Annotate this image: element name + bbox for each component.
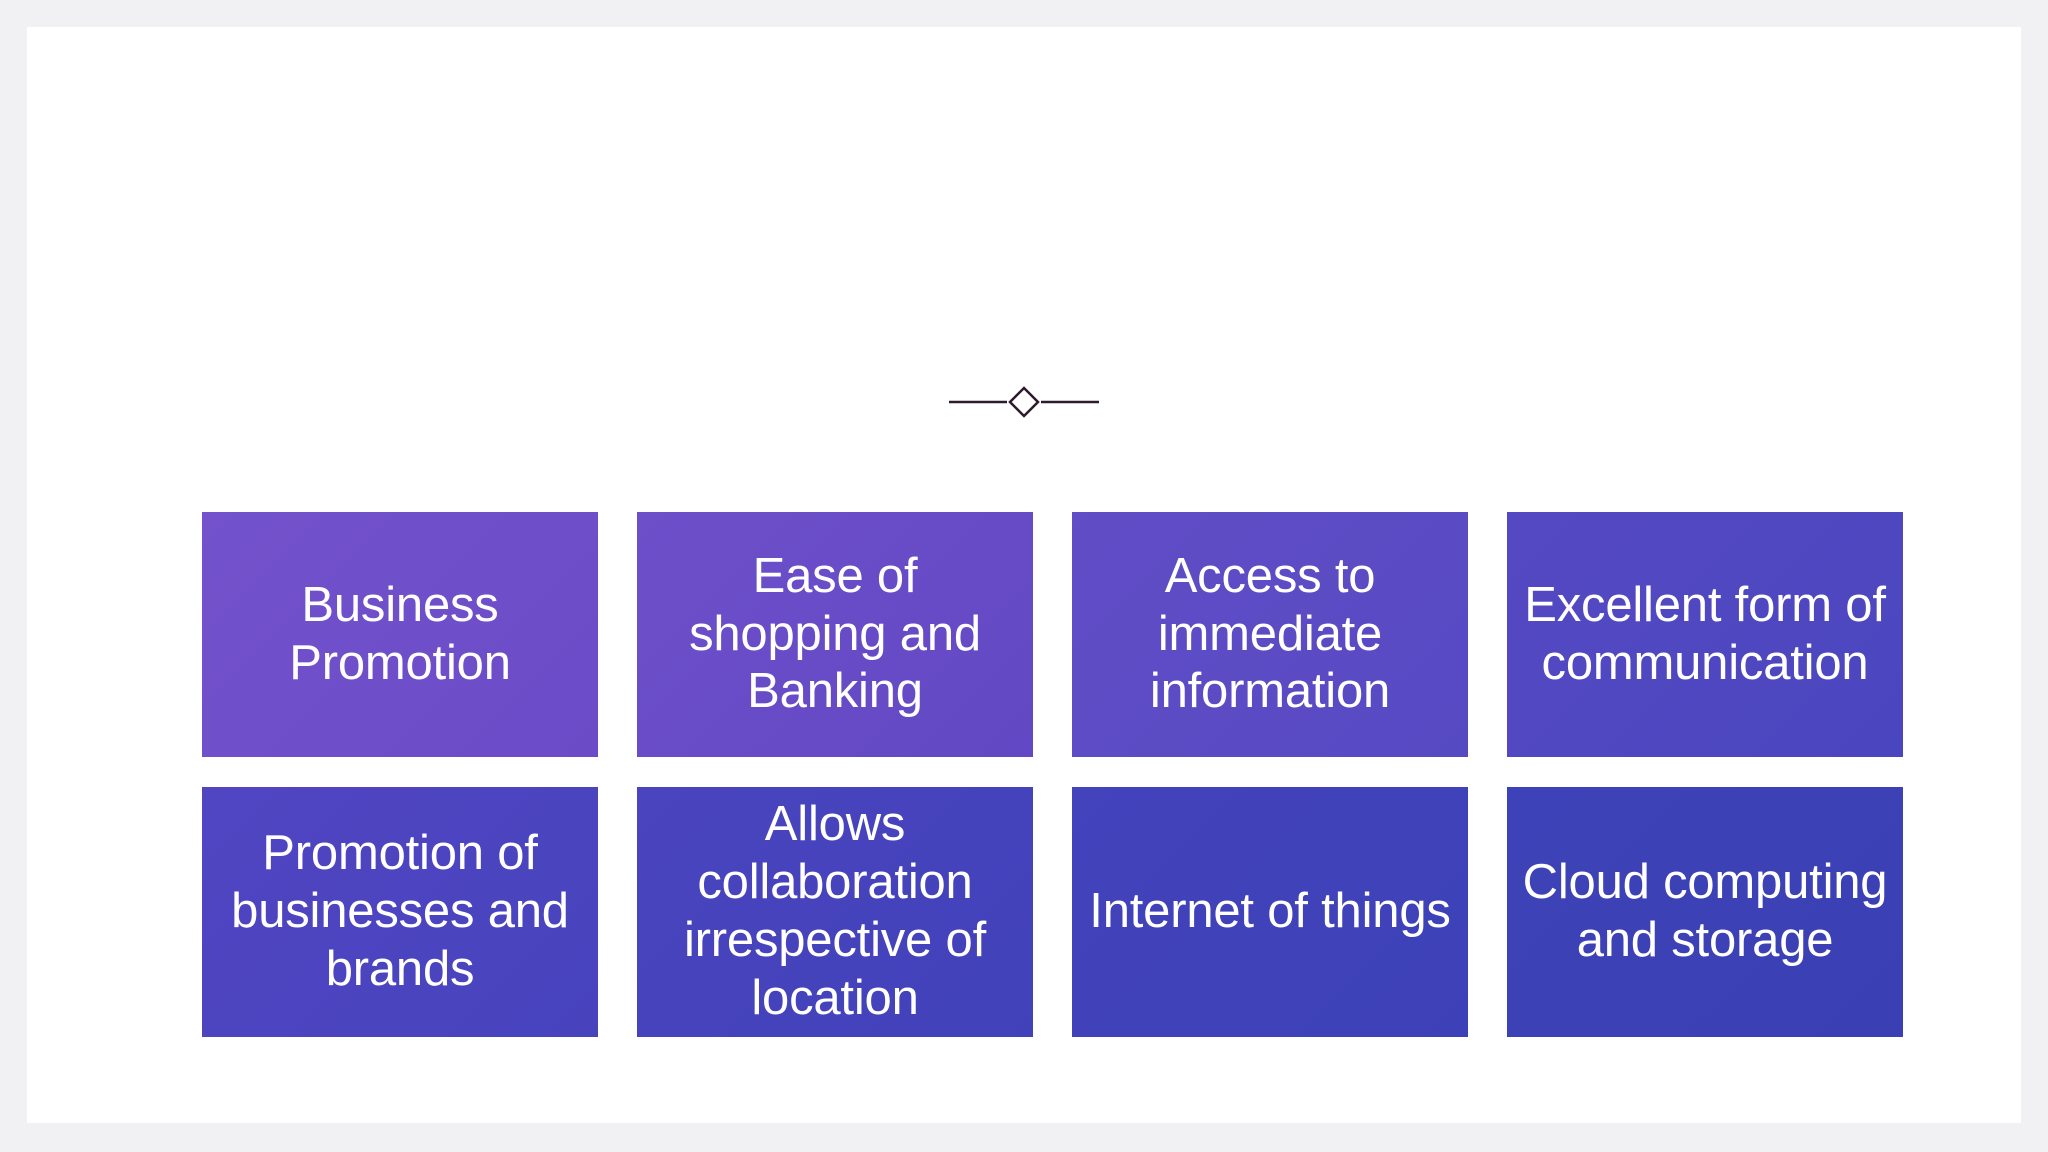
feature-box-label: Promotion of businesses and brands (231, 826, 569, 996)
feature-box[interactable]: Allows collaboration irrespective of loc… (637, 787, 1033, 1037)
feature-box-label: Access to immediate information (1149, 548, 1391, 719)
diamond-divider (949, 385, 1099, 419)
feature-box[interactable]: Excellent form of communication (1507, 512, 1903, 757)
feature-box-label: Internet of things (1089, 884, 1451, 939)
feature-box[interactable]: Access to immediate information (1072, 512, 1468, 757)
feature-box-label: Cloud computing and storage (1522, 855, 1888, 967)
feature-box[interactable]: Internet of things (1072, 787, 1468, 1037)
feature-box[interactable]: Business Promotion (202, 512, 598, 757)
feature-box-label: Ease of shopping and Banking (689, 548, 981, 719)
feature-box-label: Excellent form of communication (1524, 577, 1886, 690)
feature-box[interactable]: Promotion of businesses and brands (202, 787, 598, 1037)
feature-box-label: Allows collaboration irrespective of loc… (683, 797, 986, 1025)
feature-box[interactable]: Ease of shopping and Banking (637, 512, 1033, 757)
feature-box[interactable]: Cloud computing and storage (1507, 787, 1903, 1037)
feature-box-label: Business Promotion (289, 577, 511, 690)
feature-box-grid: Business Promotion Ease of shopping and … (202, 512, 1903, 1037)
slide-card: Business Promotion Ease of shopping and … (27, 27, 2021, 1123)
